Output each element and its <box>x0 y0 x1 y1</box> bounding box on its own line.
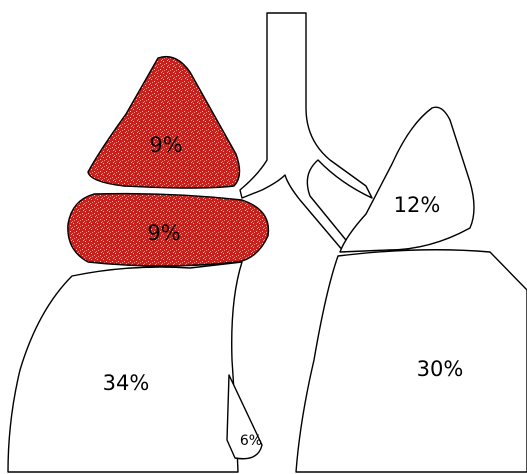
label-right-upper-apical: 9% <box>149 133 182 157</box>
label-right-upper-posterior: 9% <box>147 221 180 245</box>
label-right-lower: 34% <box>103 371 150 395</box>
lobe-left-lower <box>295 249 527 473</box>
label-left-lower: 30% <box>417 357 464 381</box>
trachea-bronchi <box>239 12 373 253</box>
label-left-upper: 12% <box>394 193 441 217</box>
label-right-middle: 6% <box>240 433 262 449</box>
lobe-right-upper-posterior <box>67 192 270 267</box>
lobe-left-upper <box>339 106 475 253</box>
lobe-right-middle <box>226 374 263 460</box>
lobe-right-lower <box>7 261 243 473</box>
lobe-right-upper-apical <box>87 55 241 189</box>
